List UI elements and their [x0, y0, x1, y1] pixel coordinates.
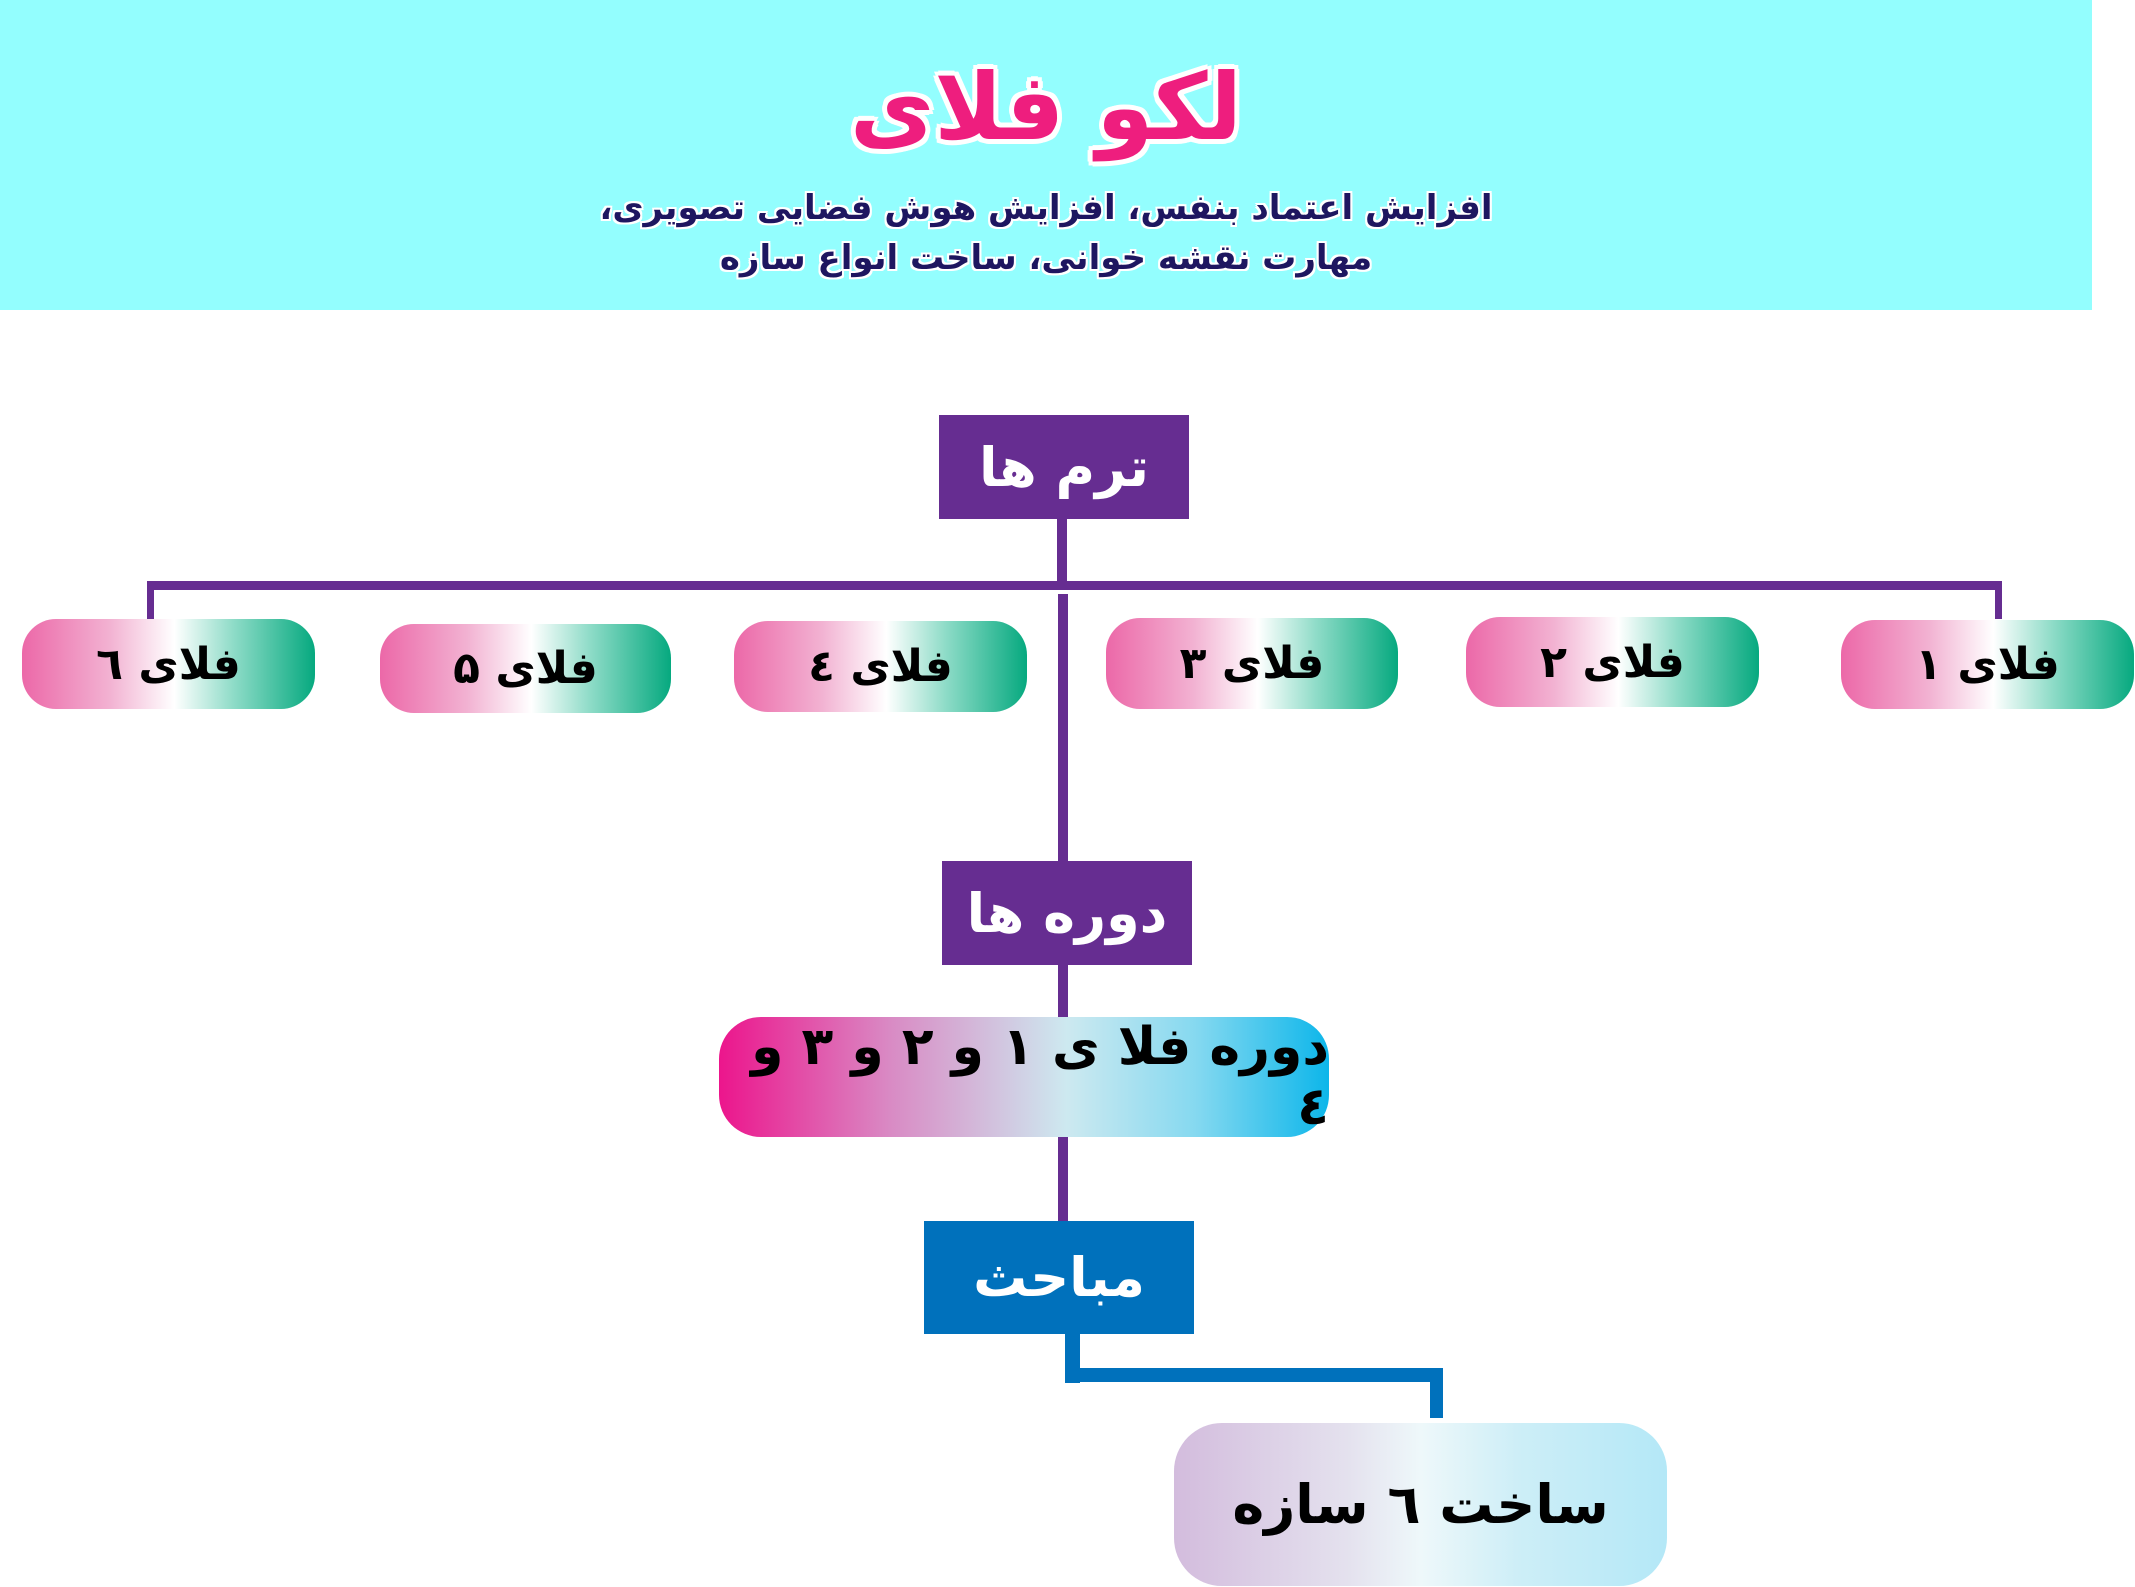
term-item-label: فلای ٦ — [96, 638, 241, 690]
connector-course-to-topics — [1058, 1137, 1068, 1221]
term-item-label: فلای ٤ — [808, 641, 953, 692]
course-item-label: دوره فلا ی ۱ و ۲ و ۳ و ٤ — [751, 1017, 1329, 1137]
term-item-label: فلای ۲ — [1540, 636, 1685, 688]
term-item-1[interactable]: فلای ۱ — [1841, 620, 2134, 709]
topic-item[interactable]: ساخت ٦ سازه — [1174, 1423, 1667, 1586]
courses-header: دوره ها — [942, 861, 1192, 965]
term-item-3[interactable]: فلای ۳ — [1106, 618, 1398, 709]
topics-header-label: مباحث — [973, 1246, 1145, 1309]
header-banner — [0, 0, 2092, 310]
term-item-label: فلای ۳ — [1179, 638, 1325, 689]
term-item-4[interactable]: فلای ٤ — [734, 621, 1027, 712]
term-item-5[interactable]: فلای ۵ — [380, 624, 671, 713]
connector-drop-left — [147, 588, 154, 619]
topics-header: مباحث — [924, 1221, 1194, 1334]
term-item-label: فلای ۱ — [1915, 639, 2060, 690]
topic-item-label: ساخت ٦ سازه — [1232, 1473, 1609, 1536]
connector-topics-bar — [1065, 1368, 1443, 1382]
page-title: لکو فلای — [849, 54, 1243, 161]
term-item-label: فلای ۵ — [453, 643, 598, 694]
connector-trunk-middle — [1058, 594, 1068, 862]
terms-header-label: ترم ها — [979, 435, 1149, 499]
connector-trunk-top — [1057, 519, 1067, 589]
connector-courses-down — [1058, 965, 1068, 1018]
term-item-2[interactable]: فلای ۲ — [1466, 617, 1759, 707]
subtitle-line-1: افزایش اعتماد بنفس، افزایش هوش فضایی تصو… — [599, 188, 1493, 228]
course-item[interactable]: دوره فلا ی ۱ و ۲ و ۳ و ٤ — [719, 1017, 1329, 1137]
connector-drop-right — [1995, 588, 2002, 619]
connector-topics-drop — [1430, 1368, 1443, 1418]
courses-header-label: دوره ها — [966, 881, 1168, 945]
terms-header: ترم ها — [939, 415, 1189, 519]
connector-terms-bar — [147, 581, 2002, 590]
term-item-6[interactable]: فلای ٦ — [22, 619, 315, 709]
subtitle-line-2: مهارت نقشه خوانی، ساخت انواع سازه — [719, 238, 1373, 278]
